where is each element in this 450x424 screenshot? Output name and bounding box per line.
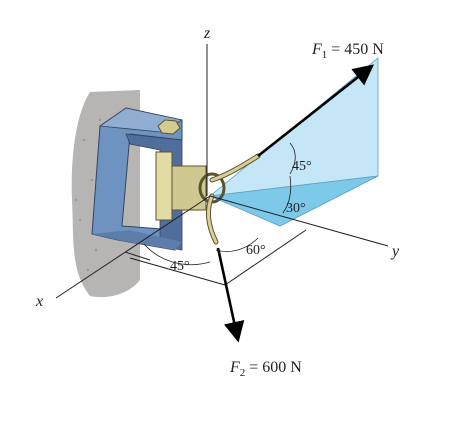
bolt-icon xyxy=(157,119,181,135)
x-axis-label: x xyxy=(35,293,43,310)
y-axis xyxy=(209,195,389,247)
angle-60: 60° xyxy=(246,243,266,258)
axes xyxy=(55,44,389,299)
f1-plane-shaded xyxy=(208,175,379,227)
x-axis xyxy=(55,195,211,299)
z-axis-label: z xyxy=(203,25,211,42)
angle-arcs xyxy=(143,142,296,266)
angle-45-upper: 45° xyxy=(292,159,312,174)
angle-45-lower: 45° xyxy=(170,259,190,274)
f1-vector xyxy=(257,64,375,158)
y-axis-label: y xyxy=(390,243,400,260)
f2-label: F2 = 600 N xyxy=(229,359,302,379)
f2-vector xyxy=(216,247,245,343)
angle-30: 30° xyxy=(286,201,306,216)
ground-plane xyxy=(124,229,307,286)
f1-label: F1 = 450 N xyxy=(311,41,384,61)
